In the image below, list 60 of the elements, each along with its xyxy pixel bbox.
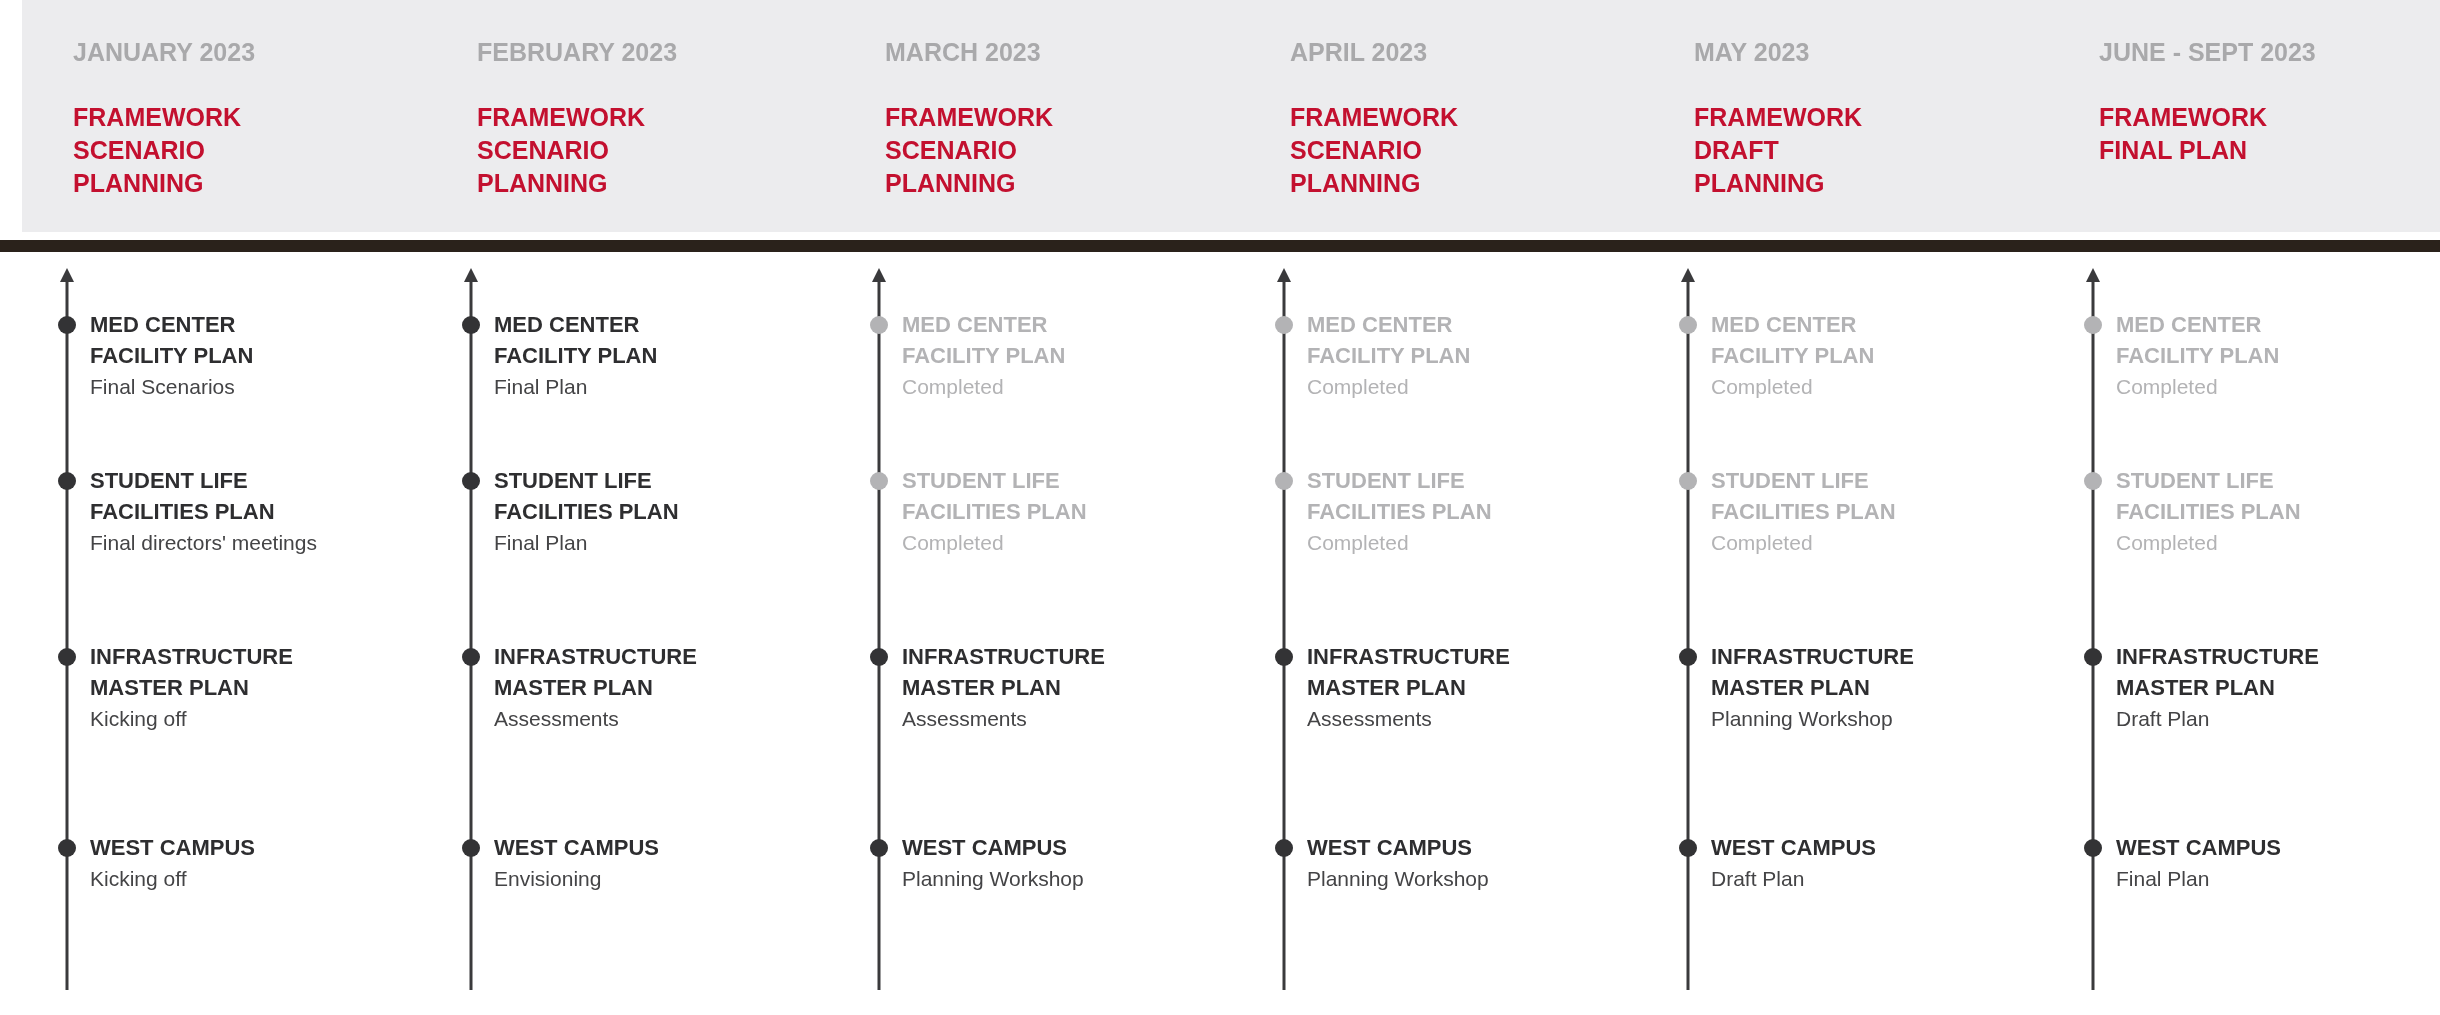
milestone-status: Completed xyxy=(1711,374,1814,400)
milestone-title: WEST CAMPUS xyxy=(2116,834,2282,862)
milestone-status: Final directors' meetings xyxy=(90,530,318,556)
milestone-status: Kicking off xyxy=(90,866,188,892)
milestone-status: Assessments xyxy=(902,706,1028,732)
milestone-status: Final Plan xyxy=(2116,866,2211,892)
month-label: APRIL 2023 xyxy=(1290,38,1429,67)
milestone-status: Planning Workshop xyxy=(1711,706,1894,732)
milestone-title: MED CENTER FACILITY PLAN xyxy=(902,311,1067,370)
milestone-status: Assessments xyxy=(494,706,620,732)
milestone-status: Kicking off xyxy=(90,706,188,732)
milestone-status: Final Scenarios xyxy=(90,374,236,400)
milestone-title: WEST CAMPUS xyxy=(494,834,660,862)
milestone-status: Completed xyxy=(1307,530,1410,556)
milestone-title: INFRASTRUCTURE MASTER PLAN xyxy=(90,643,294,702)
month-label: JUNE - SEPT 2023 xyxy=(2099,38,2316,67)
milestone-status: Planning Workshop xyxy=(902,866,1085,892)
milestone-status: Completed xyxy=(1307,374,1410,400)
milestone-status: Final Plan xyxy=(494,374,589,400)
milestone-title: INFRASTRUCTURE MASTER PLAN xyxy=(1307,643,1511,702)
milestone-status: Final Plan xyxy=(494,530,589,556)
month-label: MARCH 2023 xyxy=(885,38,1042,67)
milestone-status: Completed xyxy=(2116,530,2219,556)
milestone-title: MED CENTER FACILITY PLAN xyxy=(1307,311,1472,370)
phase-title: FRAMEWORK DRAFT PLANNING xyxy=(1694,102,1864,199)
milestone-status: Envisioning xyxy=(494,866,603,892)
milestone-title: INFRASTRUCTURE MASTER PLAN xyxy=(902,643,1106,702)
milestone-status: Draft Plan xyxy=(1711,866,1806,892)
milestone-title: MED CENTER FACILITY PLAN xyxy=(2116,311,2281,370)
phase-title: FRAMEWORK SCENARIO PLANNING xyxy=(477,102,647,199)
milestone-title: WEST CAMPUS xyxy=(90,834,256,862)
month-label: FEBRUARY 2023 xyxy=(477,38,678,67)
milestone-title: MED CENTER FACILITY PLAN xyxy=(1711,311,1876,370)
milestone-status: Completed xyxy=(902,530,1005,556)
milestone-title: INFRASTRUCTURE MASTER PLAN xyxy=(2116,643,2320,702)
milestone-title: MED CENTER FACILITY PLAN xyxy=(90,311,255,370)
phase-title: FRAMEWORK SCENARIO PLANNING xyxy=(885,102,1055,199)
milestone-title: INFRASTRUCTURE MASTER PLAN xyxy=(1711,643,1915,702)
milestone-title: WEST CAMPUS xyxy=(1307,834,1473,862)
milestone-title: STUDENT LIFE FACILITIES PLAN xyxy=(494,467,680,526)
milestone-status: Draft Plan xyxy=(2116,706,2211,732)
phase-title: FRAMEWORK SCENARIO PLANNING xyxy=(1290,102,1460,199)
milestone-title: WEST CAMPUS xyxy=(902,834,1068,862)
month-label: MAY 2023 xyxy=(1694,38,1811,67)
milestone-title: STUDENT LIFE FACILITIES PLAN xyxy=(1711,467,1897,526)
milestone-title: STUDENT LIFE FACILITIES PLAN xyxy=(90,467,276,526)
milestone-status: Completed xyxy=(1711,530,1814,556)
phase-title: FRAMEWORK FINAL PLAN xyxy=(2099,102,2269,166)
milestone-title: MED CENTER FACILITY PLAN xyxy=(494,311,659,370)
milestone-status: Completed xyxy=(902,374,1005,400)
milestone-title: INFRASTRUCTURE MASTER PLAN xyxy=(494,643,698,702)
milestone-status: Assessments xyxy=(1307,706,1433,732)
phase-title: FRAMEWORK SCENARIO PLANNING xyxy=(73,102,243,199)
milestone-title: WEST CAMPUS xyxy=(1711,834,1877,862)
month-label: JANUARY 2023 xyxy=(73,38,257,67)
milestone-status: Completed xyxy=(2116,374,2219,400)
milestone-status: Planning Workshop xyxy=(1307,866,1490,892)
milestone-title: STUDENT LIFE FACILITIES PLAN xyxy=(1307,467,1493,526)
milestone-title: STUDENT LIFE FACILITIES PLAN xyxy=(2116,467,2302,526)
milestone-title: STUDENT LIFE FACILITIES PLAN xyxy=(902,467,1088,526)
